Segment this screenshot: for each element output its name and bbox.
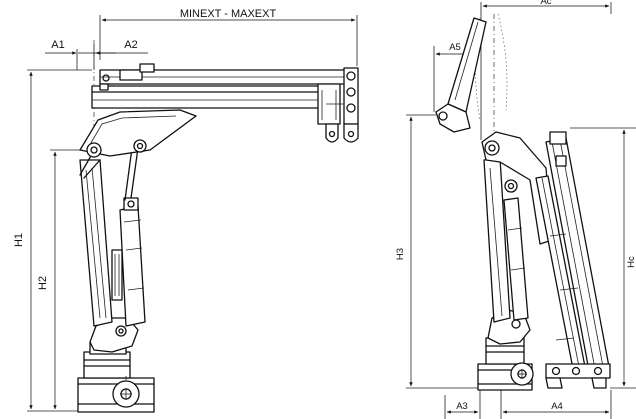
right-boom-bracket [481, 131, 553, 245]
left-column [79, 159, 113, 327]
dimension-a3-a4: A3 A4 [444, 390, 612, 419]
a4-label: A4 [551, 401, 563, 412]
minext-maxext-label: MINEXT - MAXEXT [180, 8, 277, 20]
a2-label: A2 [124, 39, 137, 51]
right-pedestal [477, 337, 534, 391]
crane-extended-view: MINEXT - MAXEXT A1 A2 H1 H2 [13, 8, 359, 413]
left-telescopic-boom [91, 63, 351, 109]
dimension-hc: Hc [570, 127, 636, 389]
left-boom-bracket [79, 109, 197, 158]
a1-label: A1 [51, 39, 64, 51]
hc-label: Hc [626, 256, 636, 268]
dimension-ac: Ac [480, 0, 612, 140]
left-pedestal [77, 341, 155, 413]
right-boom-head [545, 363, 611, 389]
dimension-h3: H3 [395, 114, 478, 389]
crane-folded-view: Ac A5 H3 Hc A3 [395, 0, 636, 419]
left-boom-head [317, 67, 359, 143]
dimension-h1: H1 [13, 69, 92, 412]
left-lift-cylinder [111, 147, 146, 327]
a3-label: A3 [456, 401, 468, 412]
h2-label: H2 [37, 276, 49, 290]
h1-label: H1 [13, 233, 25, 247]
a5-label: A5 [449, 42, 461, 53]
h3-label: H3 [395, 248, 406, 260]
dimension-minext-maxext: MINEXT - MAXEXT [99, 8, 358, 66]
ac-label: Ac [540, 0, 551, 7]
right-telescopic-boom [535, 131, 611, 377]
right-folded-jib [435, 17, 487, 133]
dimension-a1-a2: A1 A2 [45, 39, 148, 70]
